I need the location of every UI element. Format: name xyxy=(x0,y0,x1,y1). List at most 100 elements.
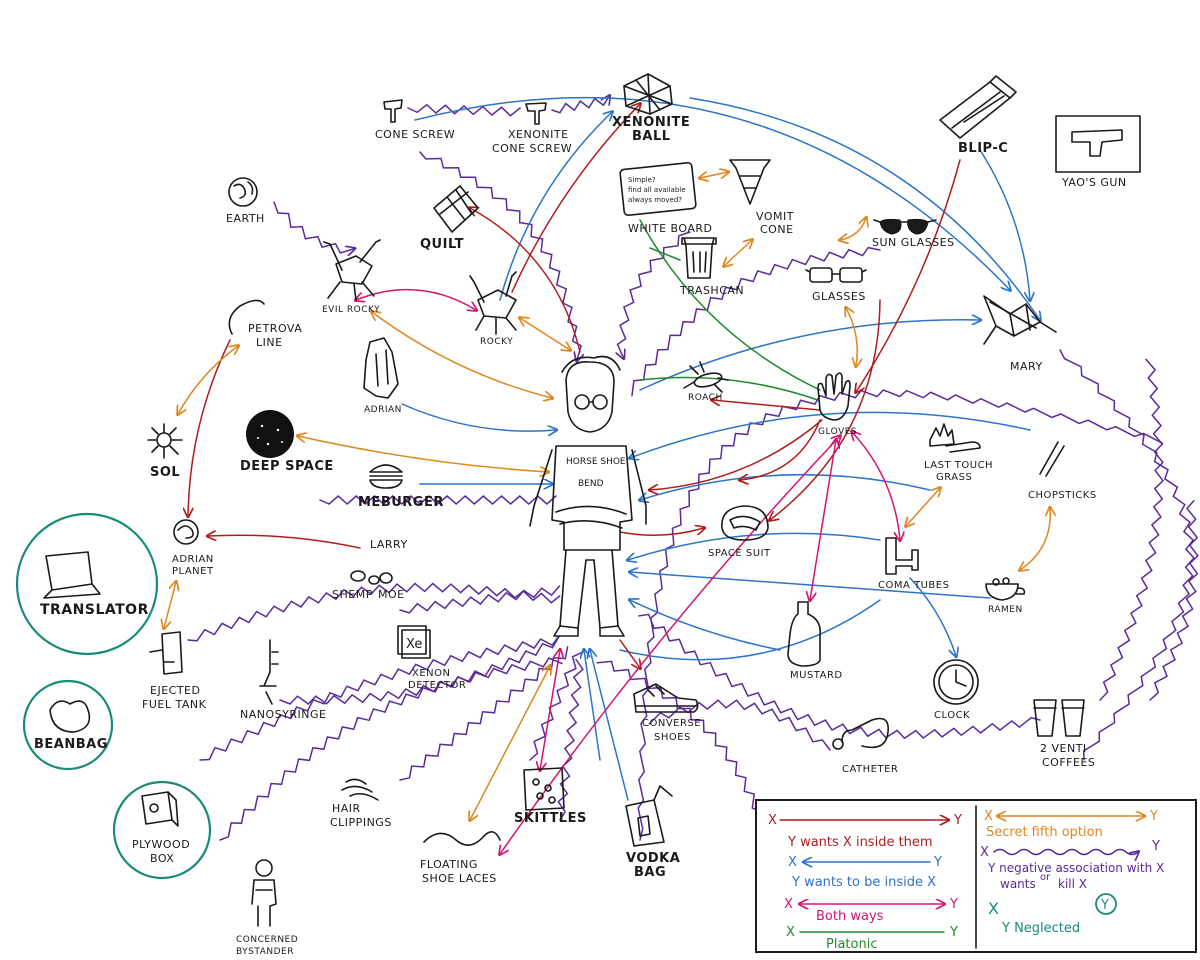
adrian-label: ADRIAN xyxy=(364,405,402,415)
gun-icon xyxy=(1071,129,1123,157)
legend-row5-x: X xyxy=(984,809,993,824)
edge-larry-adrian-planet xyxy=(208,535,361,549)
figure-hair xyxy=(561,355,621,373)
translator-label: TRANSLATOR xyxy=(40,602,149,618)
edge-petrova-adrian-planet xyxy=(188,339,231,516)
bystander-body-icon xyxy=(251,879,277,927)
edge-gloves-mustard xyxy=(810,440,836,600)
vodka-bag-label-1: VODKA xyxy=(626,851,680,866)
evil-rocky-icon xyxy=(335,255,373,285)
blip-c-icon xyxy=(939,75,1017,139)
node-vomit-cone: VOMIT CONE xyxy=(729,159,793,236)
edge-vodka-figure xyxy=(590,650,629,801)
edge-figure-space-suit xyxy=(619,528,704,536)
venti-coffees-label-1: 2 VENTI xyxy=(1040,742,1087,755)
legend-row1-x: X xyxy=(768,813,777,828)
floating-shoe-laces-label-2: SHOE LACES xyxy=(422,872,497,885)
node-xenonite-cone-screw: XENONITE CONE SCREW xyxy=(492,102,572,155)
whiteboard-icon xyxy=(619,161,697,217)
node-glasses: GLASSES xyxy=(805,267,867,303)
node-sunglasses: SUN GLASSES xyxy=(872,218,954,249)
plywood-box-icon xyxy=(141,791,179,827)
figure-head xyxy=(565,361,615,433)
moe-label: MOE xyxy=(378,588,405,601)
node-meburger: MEBURGER xyxy=(358,464,443,510)
converse-shoes-label-2: SHOES xyxy=(654,732,691,743)
node-coma-tubes: COMA TUBES xyxy=(878,537,949,591)
node-petrova-line: PETROVA LINE xyxy=(228,299,302,349)
edge-figure-skittles xyxy=(540,650,560,770)
legend-row7-x: X xyxy=(988,899,999,918)
edge-blip-c-gloves xyxy=(856,159,961,392)
edge-petrova-sol xyxy=(178,346,238,414)
adrian-planet-icon xyxy=(173,519,199,545)
edge-figure-gloves xyxy=(639,376,819,401)
edge-fuel-tank-figure xyxy=(187,582,561,642)
figure-arms xyxy=(529,449,647,527)
edge-xenonite-cone-screw-xenonite-ball xyxy=(551,96,609,114)
deep-space-icon xyxy=(246,410,294,458)
edge-gloves-coma-tubes xyxy=(852,432,900,540)
skittles-label: SKITTLES xyxy=(514,811,587,826)
node-sol: SOL xyxy=(147,423,183,480)
node-adrian-planet: ADRIAN PLANET xyxy=(172,519,213,577)
node-roach: ROACH xyxy=(683,361,729,403)
node-translator: TRANSLATOR xyxy=(15,512,159,656)
node-ramen: RAMEN xyxy=(985,577,1026,615)
node-hair-clippings: HAIR CLIPPINGS xyxy=(330,778,391,829)
converse-shoes-label-1: CONVERSE xyxy=(642,718,701,729)
legend-row5-y: Y xyxy=(1149,809,1158,824)
legend-row1-y: Y xyxy=(953,813,962,828)
skittles-icon xyxy=(523,767,565,811)
edge-evil-rocky-rocky xyxy=(356,288,476,310)
coma-tubes-icon xyxy=(885,537,919,575)
node-space-suit: SPACE SUIT xyxy=(708,505,770,559)
node-rocky: ROCKY xyxy=(469,271,517,347)
legend-row2-text: Y wants to be inside X xyxy=(791,875,936,890)
node-whiteboard: Simple? find all available always moved?… xyxy=(619,161,712,235)
edge-figure-shoe-laces xyxy=(470,666,550,820)
hair-clippings-label-1: HAIR xyxy=(332,802,361,815)
xenonite-ball-label-1: XENONITE xyxy=(612,115,690,130)
node-catheter: CATHETER xyxy=(832,717,898,775)
legend-row6-text-or: or xyxy=(1040,872,1051,883)
node-venti-coffees: 2 VENTI COFFEES xyxy=(1033,699,1095,769)
node-three-stooges: LARRY SHEMP MOE xyxy=(332,538,407,601)
xenon-detector-label-2: DETECTOR xyxy=(408,680,466,691)
node-ejected-fuel-tank: EJECTED FUEL TANK xyxy=(142,631,206,711)
edge-coffees-mary xyxy=(1099,358,1165,701)
node-blip-c: BLIP-C xyxy=(939,75,1017,156)
burger-icon xyxy=(369,464,403,489)
edge-right-edge xyxy=(1149,500,1199,701)
converse-shoes-icon xyxy=(633,683,699,713)
edge-gloves-roach xyxy=(712,400,821,411)
earth-icon xyxy=(228,177,258,207)
node-beanbag: BEANBAG xyxy=(22,679,114,771)
quilt-label: QUILT xyxy=(420,237,464,252)
node-converse-shoes: CONVERSE SHOES xyxy=(633,683,701,743)
edge-rocky-figure xyxy=(520,318,570,350)
shemp-rock-icon xyxy=(350,570,366,582)
edge-glasses-space-suit xyxy=(770,299,881,520)
plywood-box-label-2: BOX xyxy=(150,852,174,865)
edge-rocky-xenonite-ball xyxy=(499,112,612,301)
beanbag-label: BEANBAG xyxy=(34,737,108,752)
sunglasses-icon xyxy=(879,218,929,235)
trashcan-label: TRASHCAN xyxy=(679,284,744,297)
ramen-label: RAMEN xyxy=(988,605,1023,615)
edge-trashcan-vomit-cone xyxy=(724,240,752,266)
legend-row2-x: X xyxy=(788,855,797,870)
whiteboard-text-3: always moved? xyxy=(628,196,682,204)
sol-icon xyxy=(156,432,172,448)
legend: X Y Y wants X inside them X Y Y wants to… xyxy=(755,799,1197,953)
cone-screw-label: CONE SCREW xyxy=(375,128,455,141)
glasses-label: GLASSES xyxy=(812,290,866,303)
cone-screw-icon xyxy=(383,99,403,123)
node-trashcan: TRASHCAN xyxy=(679,237,744,297)
vodka-bag-label-2: BAG xyxy=(634,865,666,880)
node-xenon-detector: Xe XENON DETECTOR xyxy=(397,625,466,691)
legend-row6-text-2: wants xyxy=(1000,877,1036,891)
edge-cone-screw-mary xyxy=(414,96,1010,290)
deep-space-label: DEEP SPACE xyxy=(240,459,334,474)
sol-label: SOL xyxy=(150,465,180,480)
